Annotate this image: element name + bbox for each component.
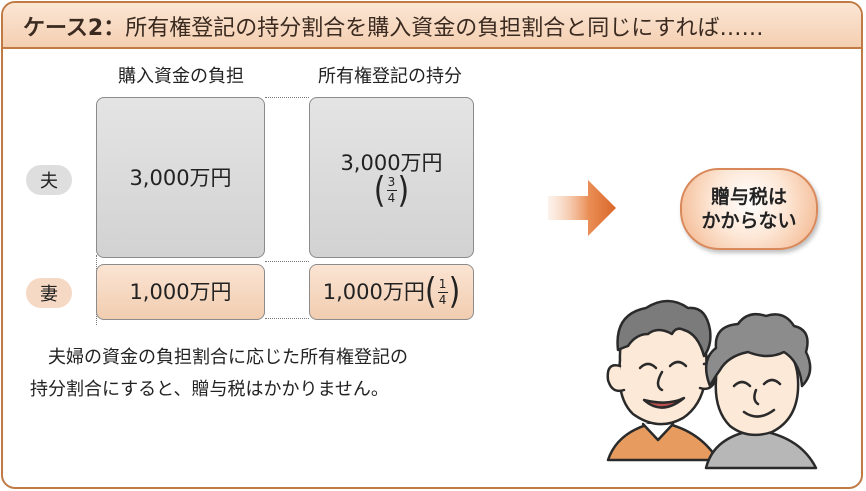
wife-row-label: 妻 [26,278,72,308]
couple-illustration [606,299,818,470]
right-paren: ) [448,270,461,313]
left-paren: ( [373,168,386,211]
purchase-column-label: 購入資金の負担 [118,66,244,87]
result-badge: 贈与税は かからない [680,168,818,250]
note-line-2: 持分割合にすると、贈与税はかかりません。 [30,379,389,400]
fraction-denominator: 4 [387,191,396,205]
ownership-wife-amount: 1,000万円 [322,280,425,304]
case-title: ケース2：所有権登記の持分割合を購入資金の負担割合と同じにすれば…… [23,10,763,42]
connector-line-bottom [265,318,309,319]
note-line-1: 夫婦の資金の負担割合に応じた所有権登記の [48,347,408,368]
right-paren: ) [397,168,410,211]
husband-row-label: 夫 [26,165,72,195]
fraction-numerator: 3 [387,175,396,189]
case-header: ケース2：所有権登記の持分割合を購入資金の負担割合と同じにすれば…… [3,3,861,49]
connector-line-top [265,97,309,98]
purchase-wife-box: 1,000万円 [96,264,265,320]
purchase-wife-amount: 1,000万円 [129,280,232,304]
explanation-note: 夫婦の資金の負担割合に応じた所有権登記の 持分割合にすると、贈与税はかかりません… [30,342,520,406]
purchase-husband-box: 3,000万円 [96,97,265,258]
result-line-2: かからない [701,210,797,232]
case-label: ケース2： [23,16,126,41]
right-arrow-icon [548,180,616,236]
result-line-1: 贈与税は [710,186,787,208]
purchase-husband-amount: 3,000万円 [129,165,232,190]
fraction-numerator: 1 [438,276,447,291]
ownership-column-label: 所有権登記の持分 [318,66,462,87]
case-description: 所有権登記の持分割合を購入資金の負担割合と同じにすれば…… [125,16,764,41]
connector-line-middle [265,261,309,262]
ownership-husband-amount: 3,000万円 [340,150,443,175]
fraction-denominator: 4 [438,292,447,307]
left-paren: ( [424,270,437,313]
